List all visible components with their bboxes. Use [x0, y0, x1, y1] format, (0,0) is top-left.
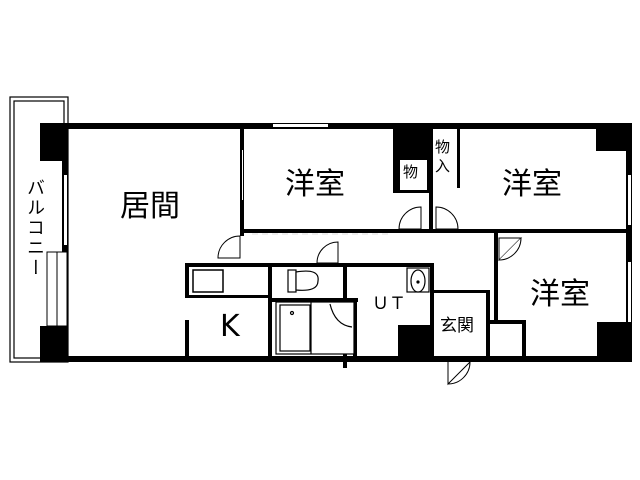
door-swings — [217, 206, 523, 386]
washbasin-fixture — [406, 267, 430, 293]
living-room-label: 居間 — [120, 189, 180, 224]
balcony-label: バルコニー — [24, 178, 45, 278]
toilet-fixture — [287, 269, 319, 293]
storage-closet-label: 物入 — [435, 138, 451, 175]
bathtub-fixture — [275, 301, 355, 355]
kitchen-sink — [192, 269, 224, 293]
entrance-label: 玄関 — [440, 316, 474, 336]
kitchen-label: K — [220, 309, 240, 344]
storage-small-label: 物 — [403, 163, 419, 181]
interior-walls — [185, 123, 632, 368]
utility-label: ＵＴ — [372, 294, 406, 314]
western-room-1-label: 洋室 — [285, 167, 345, 202]
western-room-3-label: 洋室 — [530, 277, 590, 312]
western-room-2-label: 洋室 — [502, 167, 562, 202]
